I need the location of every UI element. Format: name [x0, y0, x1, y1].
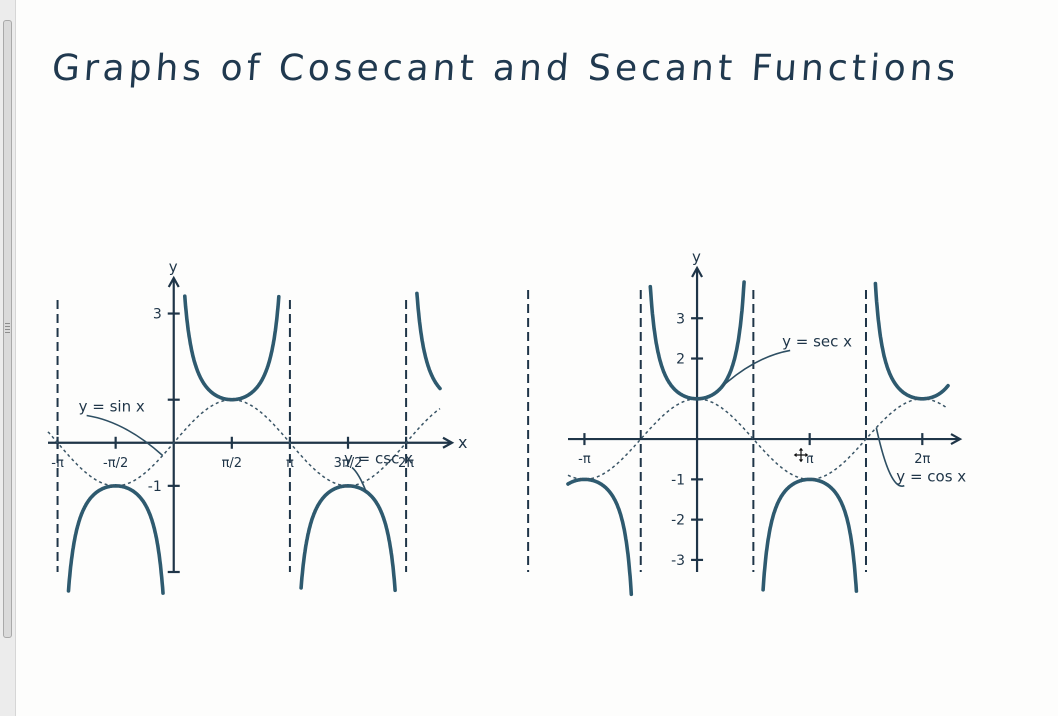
x-tick-label-5: 2π: [398, 456, 414, 471]
annotation-label-1: y = sin x: [79, 397, 145, 415]
x-axis-arrow-icon: [950, 433, 963, 446]
series-sec-curve: [566, 280, 950, 597]
vertical-scrollbar[interactable]: [0, 0, 16, 716]
x-tick-label-1: -π/2: [103, 456, 128, 471]
y-tick-label-0: 3: [676, 311, 685, 327]
scrollbar-grip-icon: [5, 323, 10, 333]
scrollbar-thumb[interactable]: [3, 20, 12, 638]
annotation-pointer-0: [351, 466, 367, 492]
x-tick-label-1: π: [806, 452, 814, 467]
annotation-label-0: y = csc x: [344, 450, 413, 468]
y-axis-label: y: [692, 248, 701, 266]
cosecant-chart: y x 3 -1 -π -π/2 π/2 π 3π/2 2πy = csc x y = sin x: [47, 258, 467, 595]
annotation-pointer-1: [86, 414, 164, 457]
y-axis-arrow-icon: [167, 275, 180, 288]
series-sin-curve: [47, 398, 441, 487]
move-cursor-icon: [792, 446, 810, 464]
x-axis-arrow-icon: [442, 436, 455, 449]
y-tick-label-1: 2: [676, 352, 685, 368]
annotation-pointer-0: [721, 349, 791, 388]
x-tick-label-2: 2π: [914, 452, 930, 467]
y-tick-label-5: -3: [671, 553, 685, 569]
annotation-pointer-1: [875, 427, 905, 487]
secant-chart: y 3 2 -1 -2 -3 -π π 2π y = sec x y = cos x: [527, 248, 966, 597]
x-tick-label-3: π: [286, 456, 294, 471]
y-tick-label-2: -1: [148, 479, 162, 495]
annotation-label-0: y = sec x: [782, 332, 852, 350]
annotation-label-1: y = cos x: [896, 468, 966, 486]
y-tick-label-4: -2: [671, 513, 685, 529]
x-tick-label-0: -π: [51, 456, 64, 471]
x-tick-label-0: -π: [578, 452, 591, 467]
y-axis-label: y: [169, 258, 178, 276]
series-cos-curve: [567, 398, 949, 481]
series-csc-curve: [66, 291, 442, 595]
y-axis-arrow-icon: [691, 265, 704, 278]
x-tick-label-4: 3π/2: [334, 456, 363, 471]
x-tick-label-2: π/2: [222, 456, 242, 471]
y-tick-label-0: 3: [153, 307, 162, 323]
page-title: Graphs of Cosecant and Secant Functions: [50, 48, 961, 89]
x-axis-label: x: [458, 433, 467, 452]
y-tick-label-3: -1: [671, 472, 685, 488]
